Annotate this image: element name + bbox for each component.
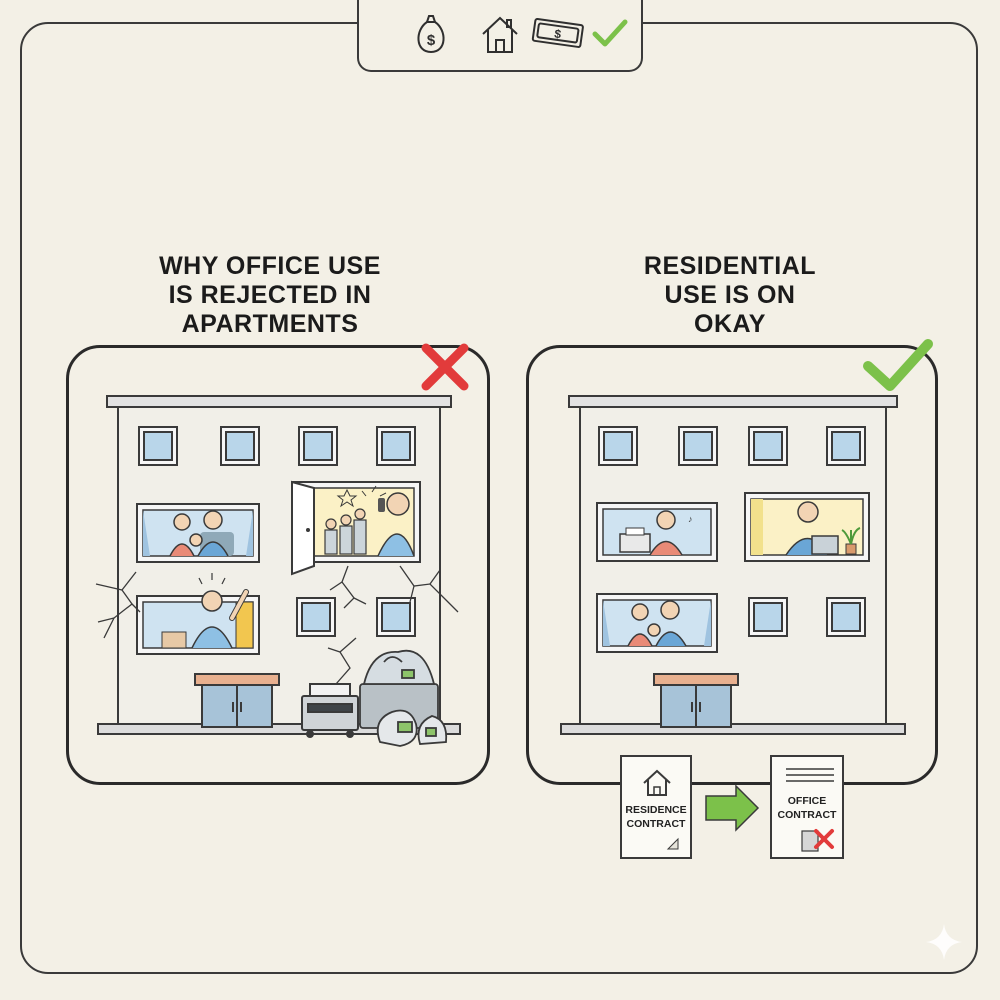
garbage-pile	[359, 649, 448, 747]
office-doc-graphics	[786, 768, 834, 852]
office-copier	[301, 683, 359, 738]
house-icon	[482, 16, 518, 53]
svg-text:$: $	[427, 32, 436, 49]
green-check-icon	[863, 339, 933, 391]
right-entrance	[653, 673, 739, 728]
left-panel-frame	[66, 345, 490, 785]
left-noisy-window	[136, 573, 260, 655]
svg-text:♪: ♪	[688, 514, 693, 524]
office-contract-label: OFFICE CONTRACT	[777, 795, 837, 821]
red-x-icon	[421, 343, 469, 391]
house-icon	[643, 769, 679, 850]
left-family-window	[136, 503, 260, 563]
right-heading: RESIDENTIAL USE IS ON OKAY	[643, 252, 817, 338]
wall-cracks	[95, 565, 459, 685]
office-building-icon	[801, 830, 819, 852]
checkmark-icon	[592, 19, 628, 47]
dollar-bill-icon: $	[531, 18, 584, 48]
left-lower-windows	[296, 597, 416, 637]
right-top-windows	[598, 426, 866, 466]
office-contract-doc: OFFICE CONTRACT	[770, 755, 844, 859]
left-top-windows	[138, 426, 416, 466]
left-entrance	[194, 673, 280, 728]
right-family-window	[596, 593, 718, 653]
left-ground	[97, 723, 461, 735]
left-heading: WHY OFFICE USE IS REJECTED IN APARTMENTS	[159, 252, 381, 338]
red-x-icon	[814, 829, 834, 849]
right-ground	[560, 723, 906, 735]
residence-contract-doc: RESIDENCE CONTRACT	[620, 755, 692, 859]
contract-arrow-icon	[705, 784, 760, 832]
right-home-laptop-window	[744, 492, 870, 562]
right-roof	[568, 395, 898, 408]
left-office-crowd-window	[291, 480, 421, 576]
residence-contract-label: RESIDENCE CONTRACT	[625, 804, 687, 830]
svg-text:$: $	[553, 27, 562, 42]
header-icons: $ $	[417, 15, 628, 54]
money-bag-icon: $	[417, 15, 445, 54]
right-panel-frame	[526, 345, 938, 785]
right-home-printer-window: ♪	[596, 502, 718, 562]
header-tab: $ $	[357, 0, 643, 72]
sparkle-icon	[926, 924, 962, 960]
right-lower-windows	[748, 597, 866, 637]
